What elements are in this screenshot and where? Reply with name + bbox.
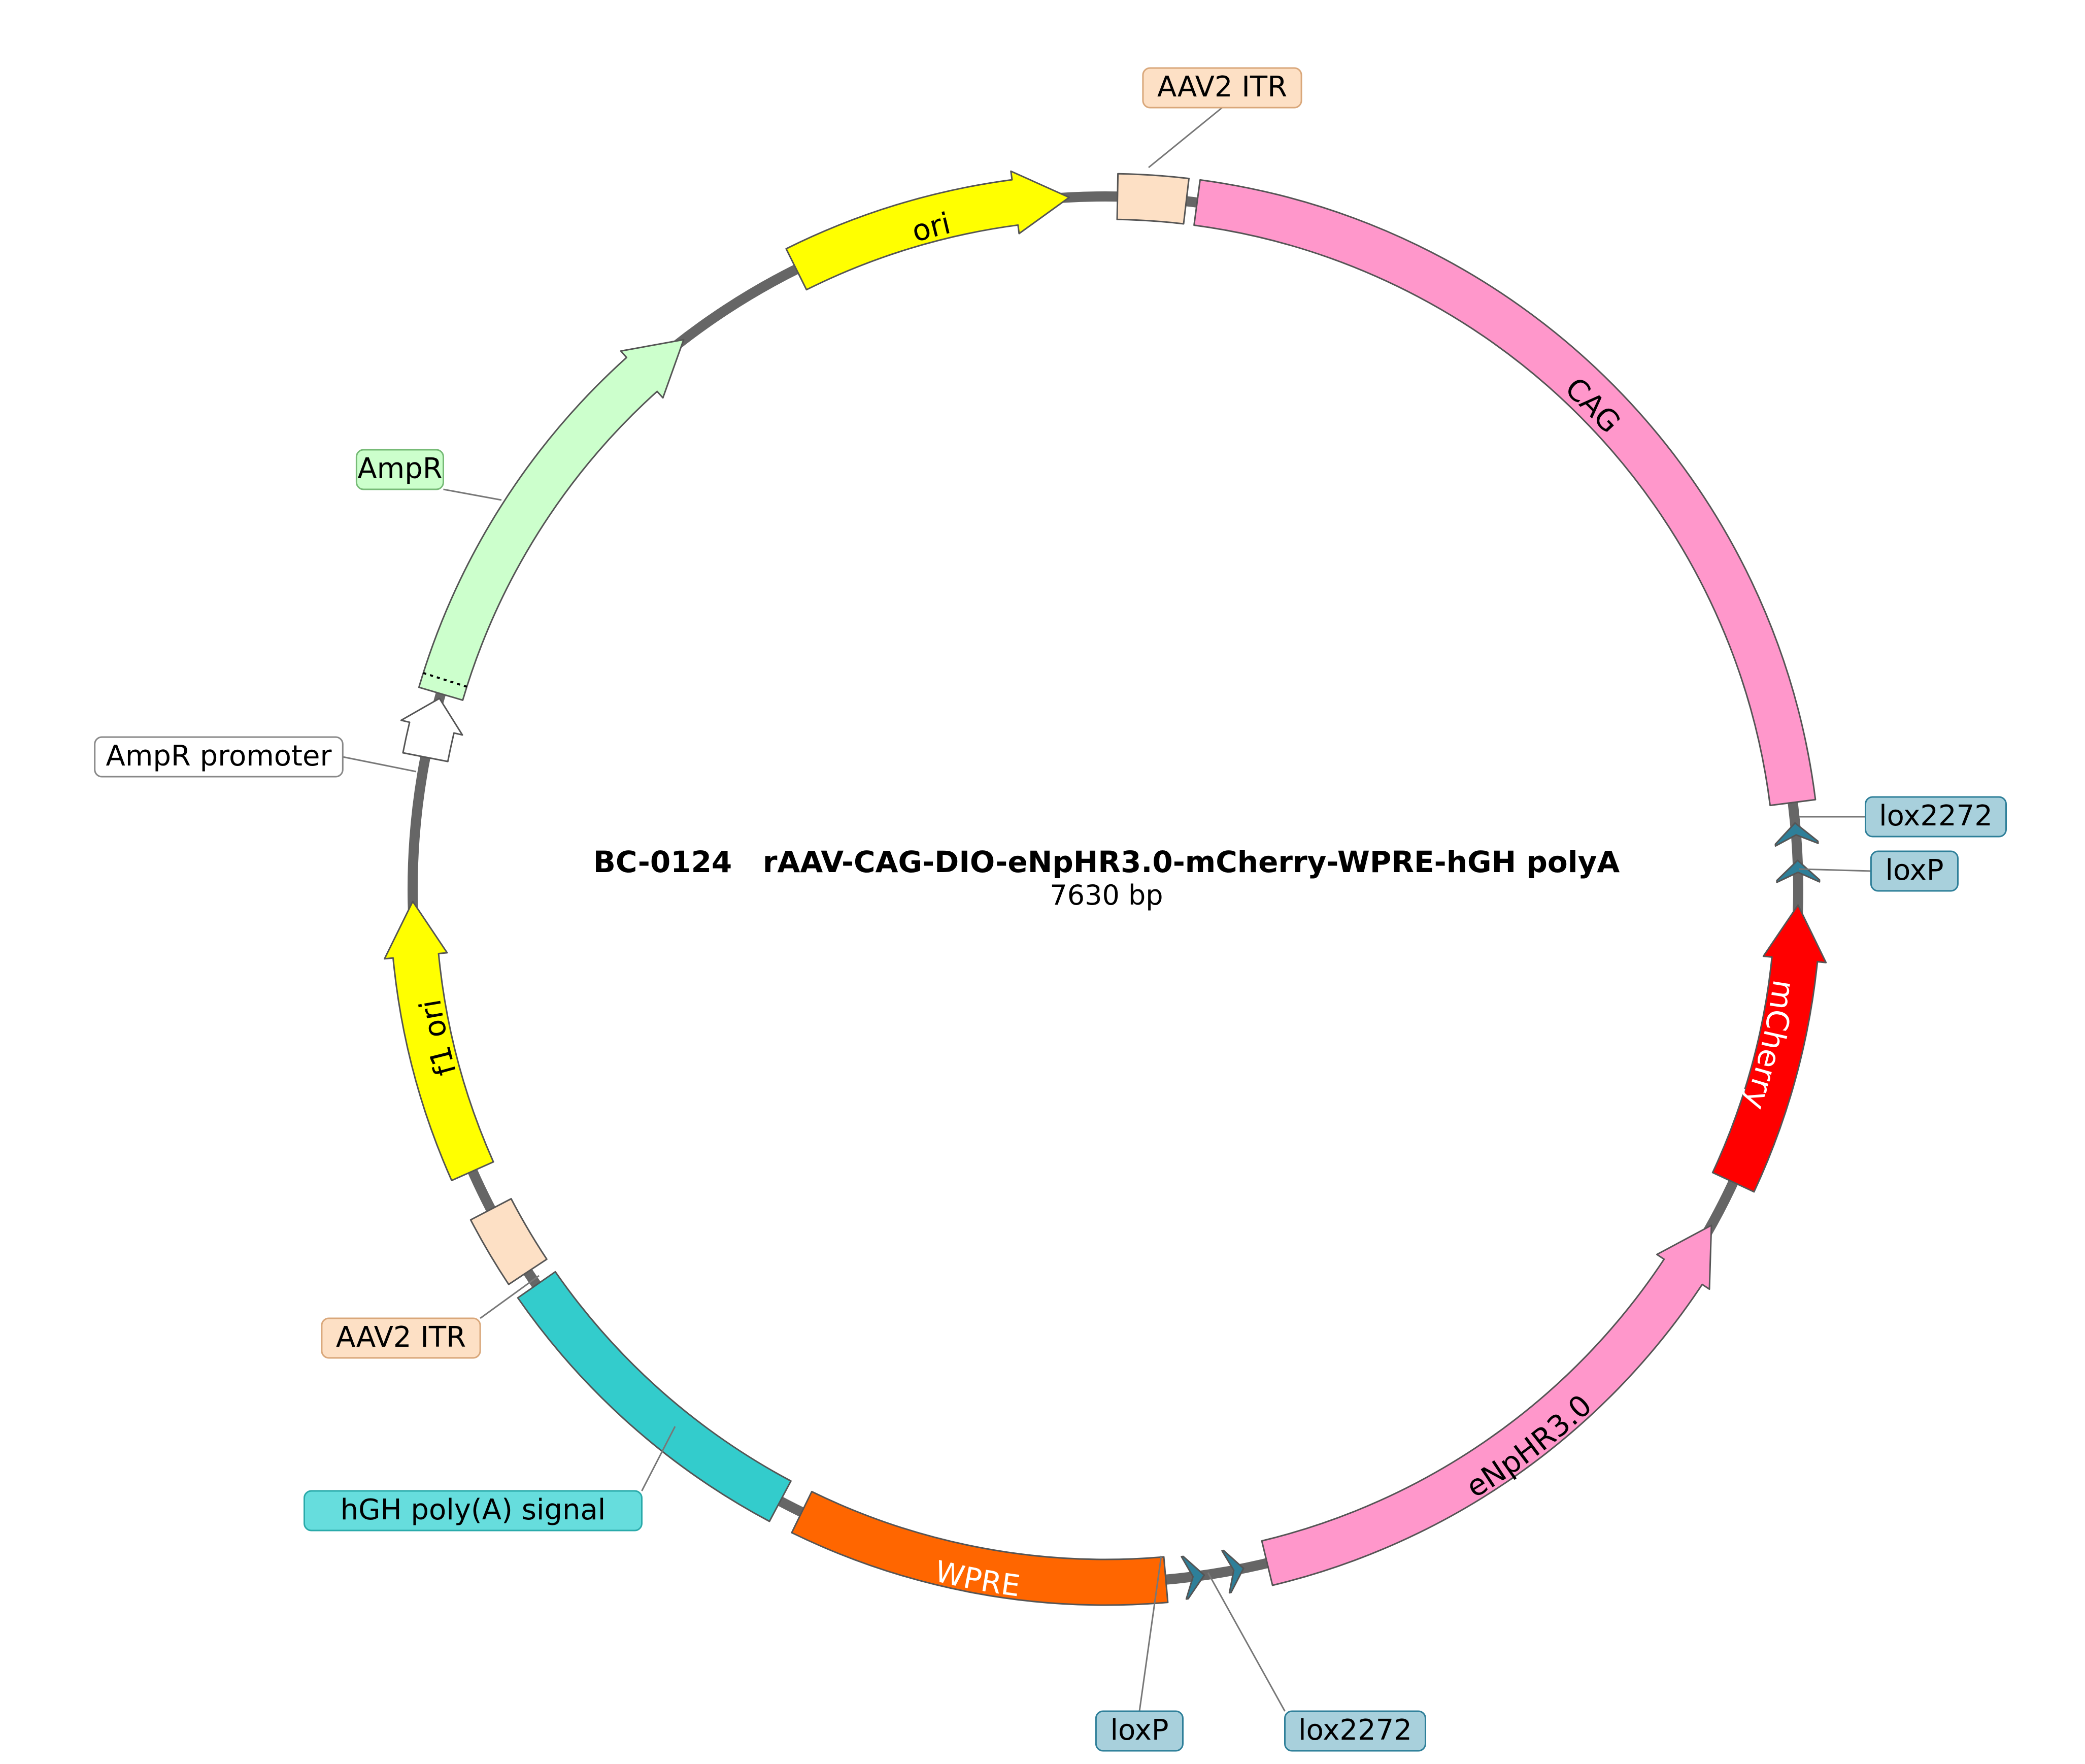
leader-lox2272-bottom [1207, 1572, 1286, 1712]
callout-text-loxp-bottom: loxP [1110, 1714, 1168, 1747]
callout-box-aav2-itr-top [1142, 67, 1302, 109]
callout-text-lox2272-bottom: lox2272 [1298, 1714, 1412, 1747]
callout-aav2-itr-top: AAV2 ITR [1142, 67, 1302, 109]
callout-box-lox2272-right [1865, 796, 2007, 838]
callout-lox2272-bottom: lox2272 [1284, 1710, 1426, 1752]
callout-lox2272-right: lox2272 [1865, 796, 2007, 838]
feature-lox2272-right [1774, 822, 1819, 847]
callout-box-aav2-itr-bottom [321, 1317, 481, 1359]
feature-aav2-itr-top [1116, 173, 1190, 225]
callout-box-loxp-right [1870, 850, 1959, 892]
leader-ampr-promoter [343, 756, 417, 773]
feature-hgh-polya [517, 1271, 792, 1522]
callout-text-loxp-right: loxP [1885, 854, 1943, 887]
ampr-promoter-boundary [423, 672, 467, 688]
feature-ampr-promoter [400, 697, 463, 762]
callout-box-lox2272-bottom [1284, 1710, 1426, 1752]
feature-mcherry [1711, 904, 1827, 1193]
callout-loxp-bottom: loxP [1095, 1710, 1184, 1752]
callout-text-lox2272-right: lox2272 [1879, 800, 1993, 833]
callout-box-ampr [355, 449, 445, 490]
center-title-group: BC-0124 rAAV-CAG-DIO-eNpHR3.0-mCherry-WP… [593, 845, 1620, 911]
callout-hgh-polya: hGH poly(A) signal [304, 1490, 643, 1532]
feature-enphr3 [1261, 1224, 1712, 1586]
feature-lox2272-bottom [1221, 1549, 1245, 1594]
features-layer [384, 170, 1827, 1606]
callout-box-loxp-bottom [1095, 1710, 1184, 1752]
feature-f1-ori [384, 901, 494, 1181]
callout-ampr: AmpR [355, 449, 445, 490]
callout-box-hgh-polya [304, 1490, 643, 1532]
feature-cag [1193, 179, 1817, 807]
callout-text-ampr: AmpR [357, 452, 442, 485]
callout-text-hgh-polya: hGH poly(A) signal [341, 1493, 606, 1526]
callout-ampr-promoter: AmpR promoter [94, 736, 344, 778]
leader-hgh-polya [641, 1426, 676, 1491]
callout-labels-layer: AAV2 ITR lox2272 loxP loxP lox2272 hGH poly(A… [94, 67, 2007, 1752]
leader-aav2-itr-bottom [480, 1275, 540, 1319]
callout-box-ampr-promoter [94, 736, 344, 778]
feature-wpre [791, 1490, 1169, 1606]
leader-lines-layer [343, 107, 1871, 1712]
feature-loxp-right [1776, 859, 1821, 883]
feature-ampr [418, 339, 685, 701]
callout-loxp-right: loxP [1870, 850, 1959, 892]
feature-loxp-bottom [1181, 1555, 1205, 1600]
feature-aav2-itr-bottom [469, 1198, 548, 1285]
leader-loxp-right [1799, 868, 1871, 872]
callout-text-aav2-itr-top: AAV2 ITR [1157, 71, 1287, 104]
callout-text-ampr-promoter: AmpR promoter [106, 740, 332, 773]
leader-loxp-bottom [1138, 1555, 1162, 1712]
plasmid-size: 7630 bp [1050, 879, 1163, 911]
feature-ori [785, 170, 1070, 291]
callout-text-aav2-itr-bottom: AAV2 ITR [336, 1321, 466, 1354]
leader-ampr [443, 488, 502, 501]
callout-aav2-itr-bottom: AAV2 ITR [321, 1317, 481, 1359]
leader-aav2-itr-top [1148, 107, 1223, 169]
plasmid-name: BC-0124 rAAV-CAG-DIO-eNpHR3.0-mCherry-WP… [593, 845, 1620, 879]
